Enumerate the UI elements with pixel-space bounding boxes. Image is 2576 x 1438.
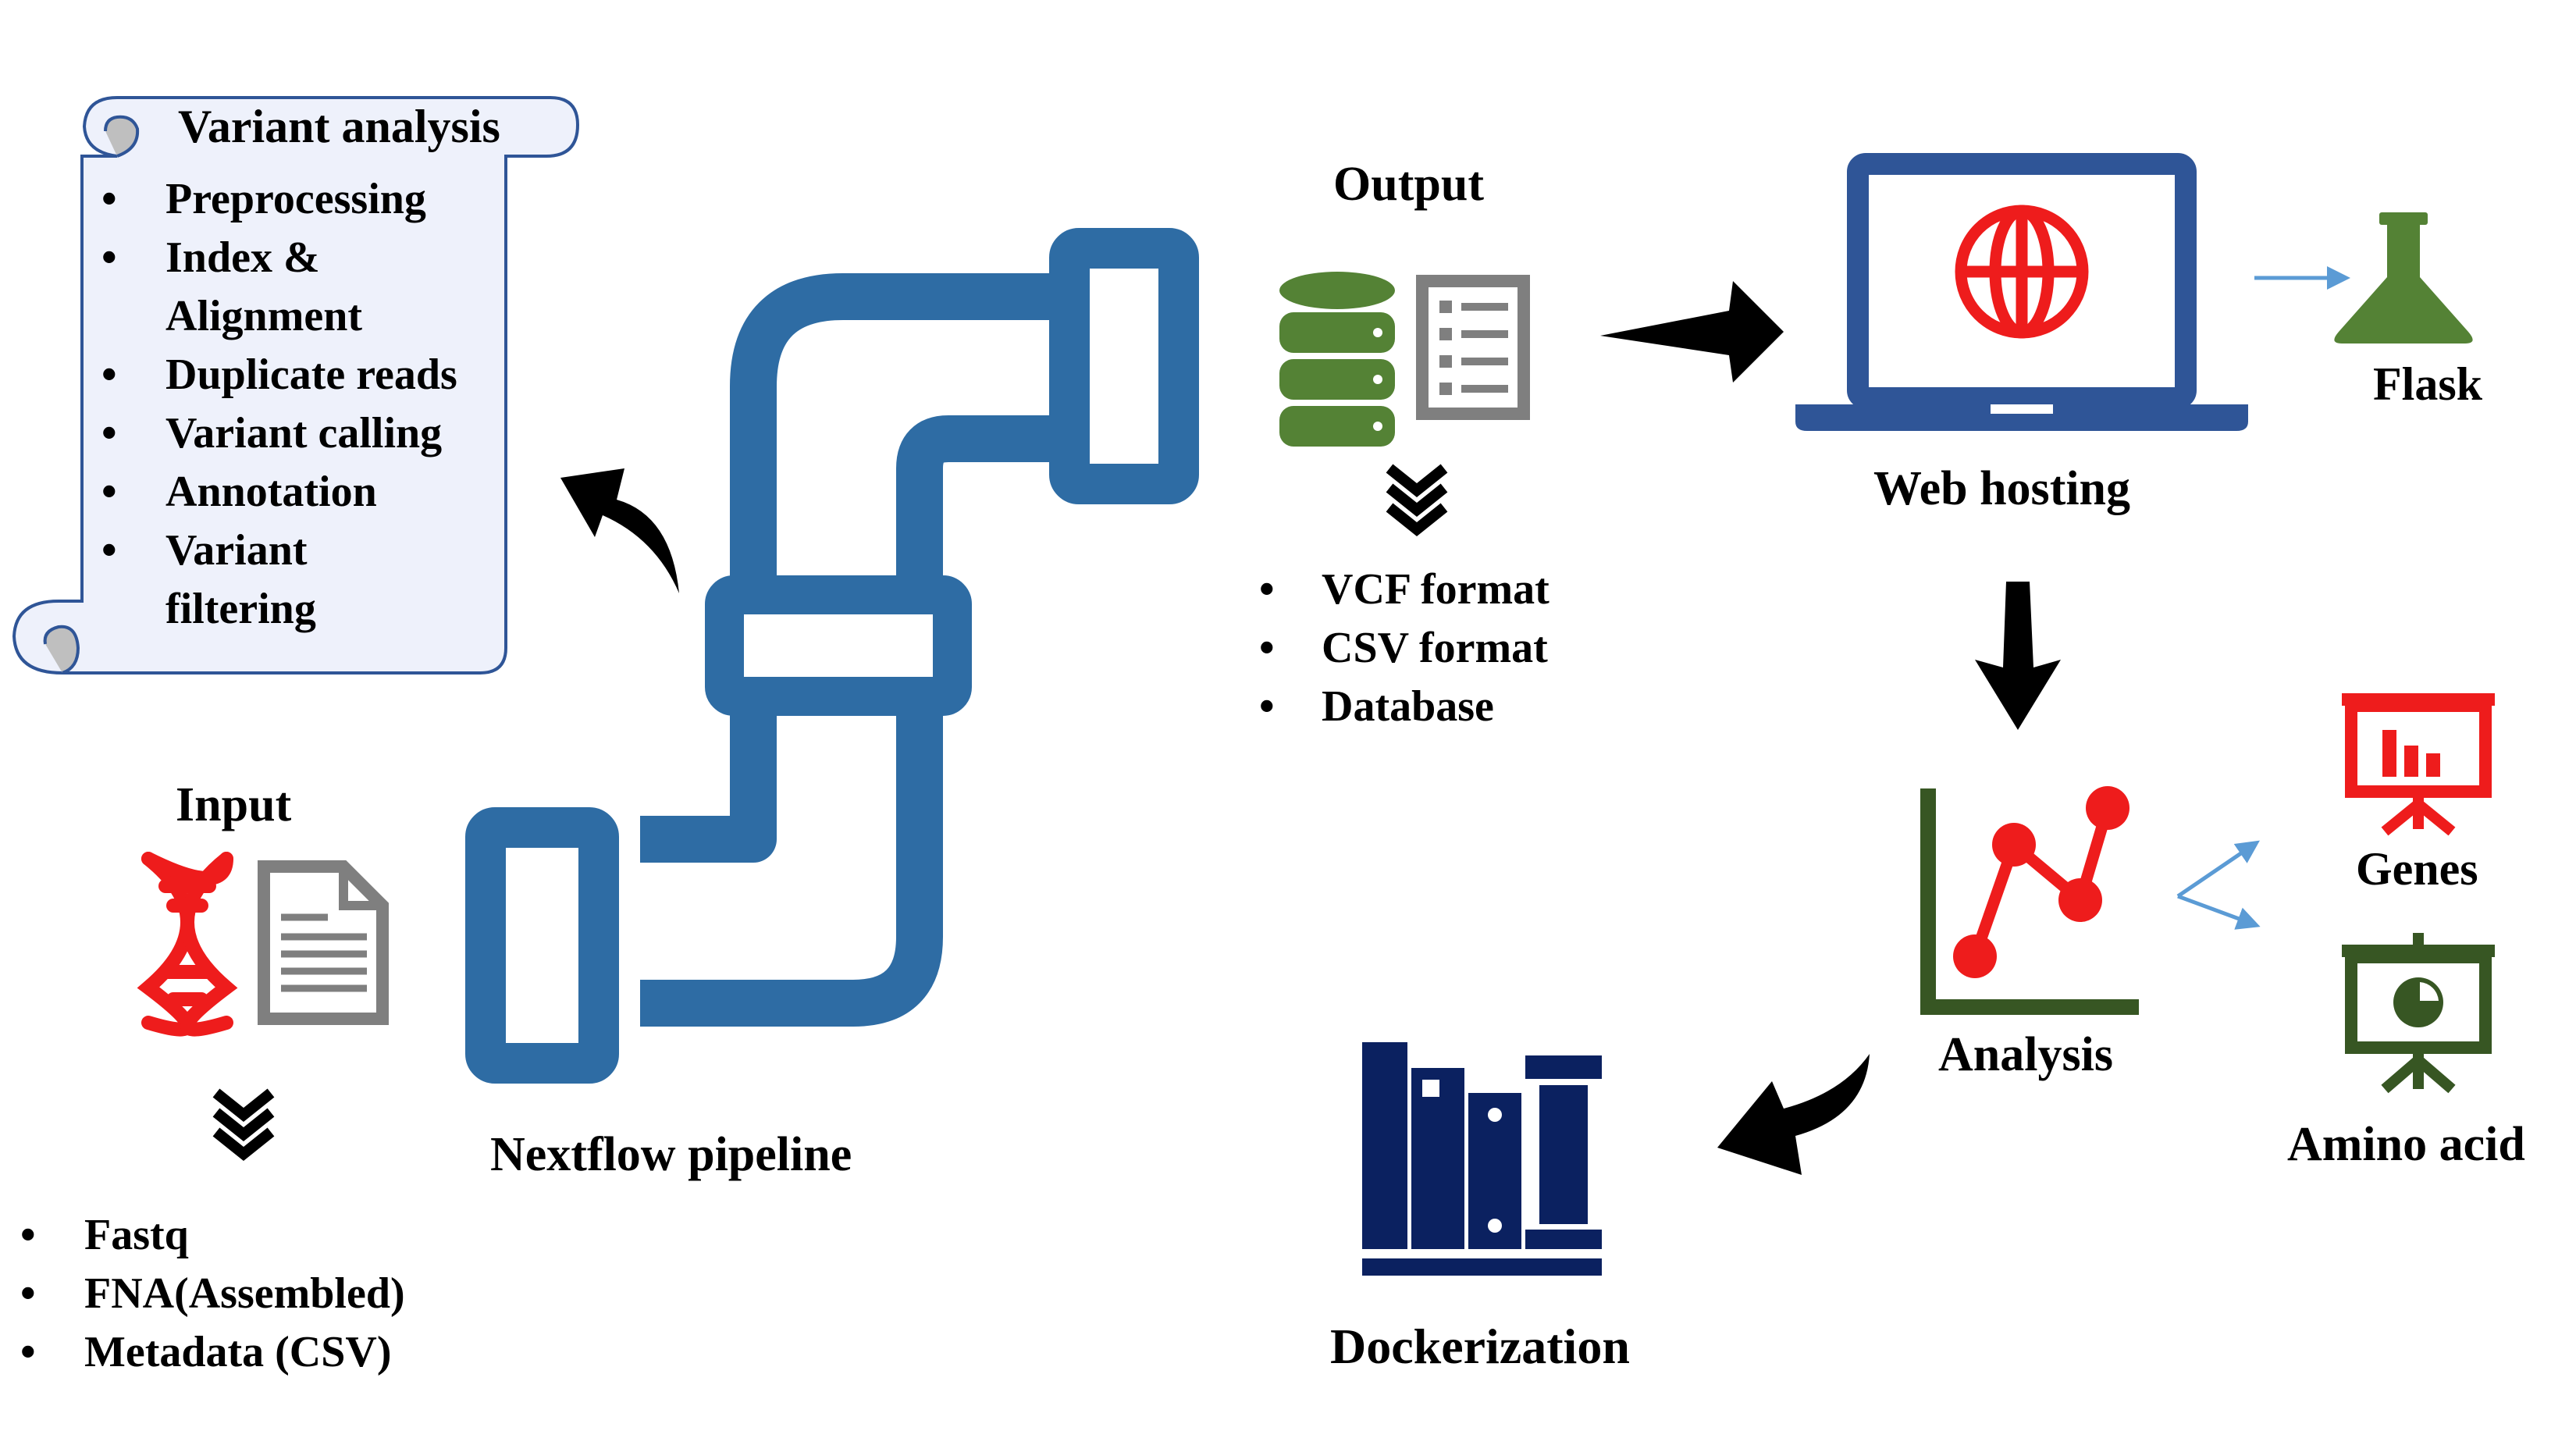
step-label: Annotation xyxy=(165,468,377,516)
list-item: Metadata (CSV) xyxy=(20,1323,405,1382)
variant-analysis-title: Variant analysis xyxy=(178,101,500,152)
arrow-icon xyxy=(560,468,679,593)
dna-icon xyxy=(137,852,238,1037)
arrow-icon xyxy=(1717,1054,1870,1175)
genes-label: Genes xyxy=(2356,843,2478,895)
list-item: Variant filtering xyxy=(101,521,457,639)
output-item-label: VCF format xyxy=(1322,565,1550,614)
step-label: Variant filtering xyxy=(165,526,316,633)
step-label: Variant calling xyxy=(165,409,443,457)
list-item: Fastq xyxy=(20,1206,405,1265)
step-label: Duplicate reads xyxy=(165,351,457,399)
input-list: Fastq FNA(Assembled) Metadata (CSV) xyxy=(20,1206,405,1382)
input-item-label: Fastq xyxy=(84,1211,189,1259)
bookshelf-icon xyxy=(1362,1042,1602,1276)
pipe-icon xyxy=(465,228,1199,1084)
amino-acid-label: Amino acid xyxy=(2287,1118,2525,1171)
chevron-down-icon xyxy=(212,1088,275,1161)
list-item: CSV format xyxy=(1259,619,1550,678)
line-chart-icon xyxy=(1920,786,2139,1015)
list-item: Database xyxy=(1259,678,1550,736)
bar-chart-board-icon xyxy=(2342,693,2495,836)
list-item: Variant calling xyxy=(101,404,457,463)
connector-arrow xyxy=(2176,840,2261,930)
flask-icon xyxy=(2334,212,2473,343)
pie-chart-board-icon xyxy=(2342,933,2495,1094)
checklist-icon xyxy=(1416,275,1530,420)
list-item: VCF format xyxy=(1259,561,1550,619)
input-item-label: FNA(Assembled) xyxy=(84,1269,405,1318)
list-item: Duplicate reads xyxy=(101,346,457,404)
list-item: Preprocessing xyxy=(101,170,457,229)
output-list: VCF format CSV format Database xyxy=(1259,561,1550,736)
flask-label: Flask xyxy=(2373,358,2483,410)
web-hosting-label: Web hosting xyxy=(1873,462,2131,515)
output-item-label: CSV format xyxy=(1322,624,1548,672)
step-label: Preprocessing xyxy=(165,175,426,223)
chevron-down-icon xyxy=(1386,464,1448,536)
input-item-label: Metadata (CSV) xyxy=(84,1328,392,1376)
list-item: Index & Alignment xyxy=(101,229,457,346)
pipeline-label: Nextflow pipeline xyxy=(490,1128,852,1181)
input-title: Input xyxy=(176,778,292,831)
arrow-icon xyxy=(1975,582,2061,730)
globe-icon xyxy=(1955,205,2089,339)
database-icon xyxy=(1279,272,1395,447)
output-title: Output xyxy=(1333,158,1484,211)
dockerization-label: Dockerization xyxy=(1330,1319,1630,1374)
variant-analysis-steps: Preprocessing Index & Alignment Duplicat… xyxy=(101,170,457,639)
list-item: FNA(Assembled) xyxy=(20,1265,405,1323)
analysis-label: Analysis xyxy=(1938,1028,2113,1081)
arrow-icon xyxy=(1600,281,1784,383)
step-label: Index & Alignment xyxy=(165,233,362,340)
list-item: Annotation xyxy=(101,463,457,521)
document-icon xyxy=(258,860,389,1025)
output-item-label: Database xyxy=(1322,682,1494,731)
